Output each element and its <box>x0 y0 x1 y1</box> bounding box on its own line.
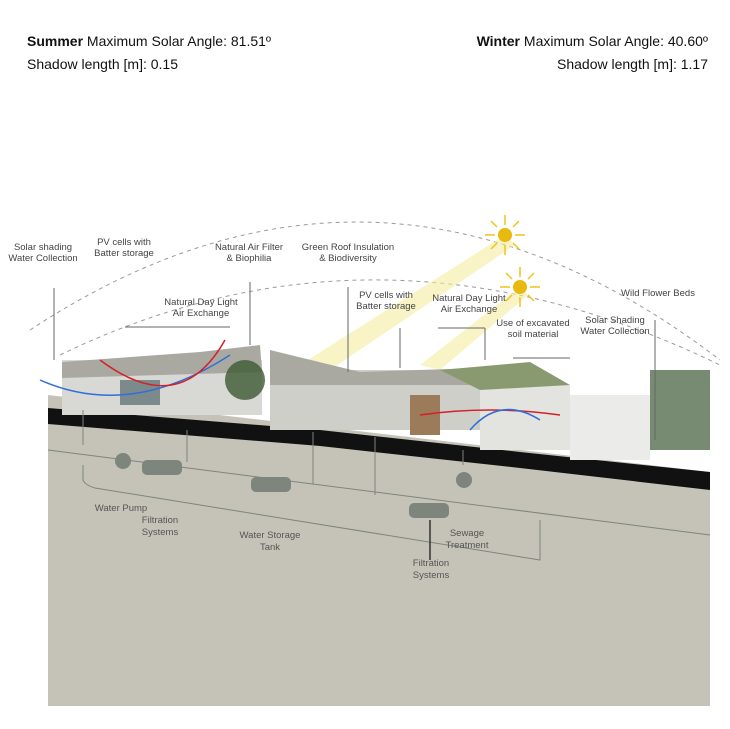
water-pump <box>115 453 131 469</box>
winter-sun-path <box>59 279 721 366</box>
leader-lines <box>53 282 656 440</box>
label-water-pump: Water Pump <box>94 503 148 514</box>
cool-air-flow <box>39 354 231 396</box>
winter-shadow: Shadow length [m]: 1.17 <box>557 56 708 72</box>
filtration-unit-1 <box>142 460 182 475</box>
winter-info: Winter Maximum Solar Angle: 40.60º Shado… <box>477 30 708 76</box>
label-wild-flower: Wild Flower Beds <box>621 288 695 299</box>
ground <box>48 395 710 706</box>
winter-angle: Maximum Solar Angle: 40.60º <box>523 33 708 49</box>
water-storage-tank <box>251 477 291 492</box>
warm-air-flow-2 <box>419 409 561 416</box>
summer-info: Summer Maximum Solar Angle: 81.51º Shado… <box>27 30 271 76</box>
filtration-unit-2 <box>409 503 449 518</box>
label-green-roof: Green Roof Insulation& Biodiversity <box>301 242 395 264</box>
foundation-slab <box>48 408 710 490</box>
label-air-filter: Natural Air Filter& Biophilia <box>214 242 284 264</box>
summer-shadow: Shadow length [m]: 0.15 <box>27 56 178 72</box>
summer-light-beam <box>300 235 515 370</box>
warm-air-flow <box>99 339 226 387</box>
building-section <box>62 345 710 460</box>
summer-sun-path <box>29 221 721 361</box>
cool-air-flow-2 <box>469 408 541 431</box>
sewage-treatment-unit <box>456 472 472 488</box>
summer-sun-icon <box>485 215 525 255</box>
summer-angle: Maximum Solar Angle: 81.51º <box>86 33 272 49</box>
winter-label: Winter <box>476 33 521 49</box>
summer-label: Summer <box>27 33 84 49</box>
winter-sun-icon <box>500 267 540 307</box>
